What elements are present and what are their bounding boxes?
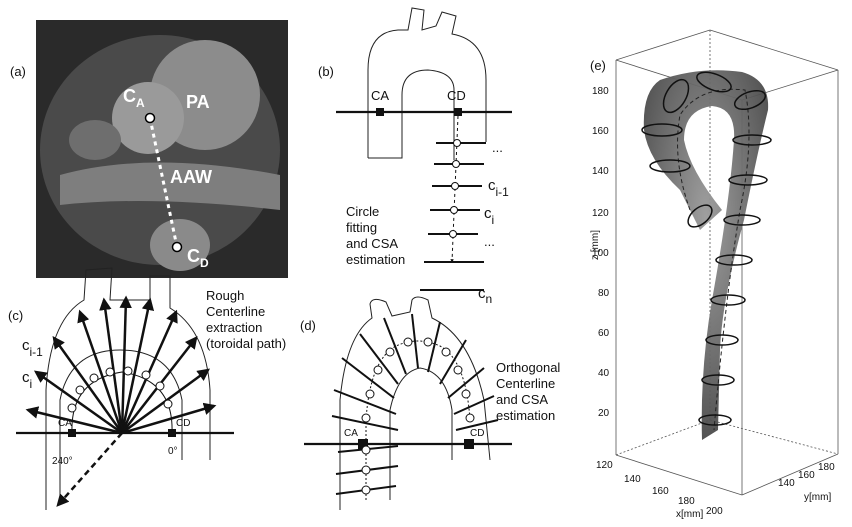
note-d: Orthogonal Centerline and CSA estimation: [496, 360, 564, 423]
panel-c-label: (c): [8, 308, 23, 323]
panel-e-label: (e): [590, 58, 606, 73]
dots-b-1: ...: [492, 140, 503, 155]
label-pa: PA: [186, 92, 210, 112]
svg-text:200: 200: [706, 506, 723, 517]
svg-text:180: 180: [592, 86, 609, 97]
panel-c: (c) CA CD 240° 0°: [8, 268, 286, 510]
svg-text:80: 80: [598, 288, 610, 299]
svg-text:40: 40: [598, 368, 610, 379]
cd-label-d: CD: [470, 428, 484, 439]
svg-text:140: 140: [592, 166, 609, 177]
panel-a-label: (a): [10, 64, 26, 79]
point-cd: [173, 243, 182, 252]
panel-b: (b) CA CD ... ci-1 ci ... cn Cir: [318, 8, 512, 306]
ci-label-b: ci: [484, 205, 494, 227]
cd-label-b: CD: [447, 88, 466, 103]
aorta-outline-b: [368, 8, 486, 160]
panel-d: (d) CA CD: [300, 297, 564, 510]
ci1-label-c: ci-1: [22, 337, 43, 359]
cd-marker-d: [464, 439, 474, 449]
svg-text:120: 120: [592, 208, 609, 219]
svg-text:160: 160: [652, 486, 669, 497]
y-ticks: 140 160 180: [778, 462, 835, 489]
point-ca: [146, 114, 155, 123]
aorta-3d: [644, 70, 768, 440]
cn-label-b: cn: [478, 285, 492, 306]
svg-text:160: 160: [798, 470, 815, 481]
inner-outline-d: [390, 368, 452, 500]
ci-label-c: ci: [22, 369, 32, 391]
dots-b-2: ...: [484, 234, 495, 249]
panel-a: (a) CA PA AAW CD: [10, 20, 288, 278]
svg-text:180: 180: [678, 496, 695, 507]
radial-arrows-c: [28, 298, 214, 505]
svg-text:140: 140: [778, 478, 795, 489]
section-points-b: [450, 140, 461, 238]
svg-text:20: 20: [598, 408, 610, 419]
x-axis-label: x[mm]: [676, 509, 703, 520]
svg-text:120: 120: [596, 460, 613, 471]
cd-label-c: CD: [176, 418, 190, 429]
label-aaw: AAW: [170, 167, 212, 187]
aorta-outline-d: [340, 297, 490, 510]
svg-text:160: 160: [592, 126, 609, 137]
panel-d-label: (d): [300, 318, 316, 333]
y-axis-label: y[mm]: [804, 492, 831, 503]
panel-e: (e): [590, 30, 838, 520]
z-ticks: 180 160 140 120 100 80 60 40 20: [592, 86, 610, 419]
ci1-label-b: ci-1: [488, 177, 509, 199]
note-c: Rough Centerline extraction (toroidal pa…: [206, 288, 286, 351]
svg-text:60: 60: [598, 328, 610, 339]
svg-text:180: 180: [818, 462, 835, 473]
cd-marker-b: [454, 108, 462, 116]
panel-b-label: (b): [318, 64, 334, 79]
aorta-outline-c: [46, 268, 210, 510]
ca-marker-b: [376, 108, 384, 116]
svg-text:100: 100: [592, 248, 609, 259]
ca-label-b: CA: [371, 88, 389, 103]
svg-text:140: 140: [624, 474, 641, 485]
angle-0: 0°: [168, 446, 178, 457]
orthogonal-sections-d: [332, 314, 498, 494]
ca-label-d: CA: [344, 428, 358, 439]
angle-240: 240°: [52, 456, 73, 467]
note-b: Circle fitting and CSA estimation: [346, 204, 405, 267]
